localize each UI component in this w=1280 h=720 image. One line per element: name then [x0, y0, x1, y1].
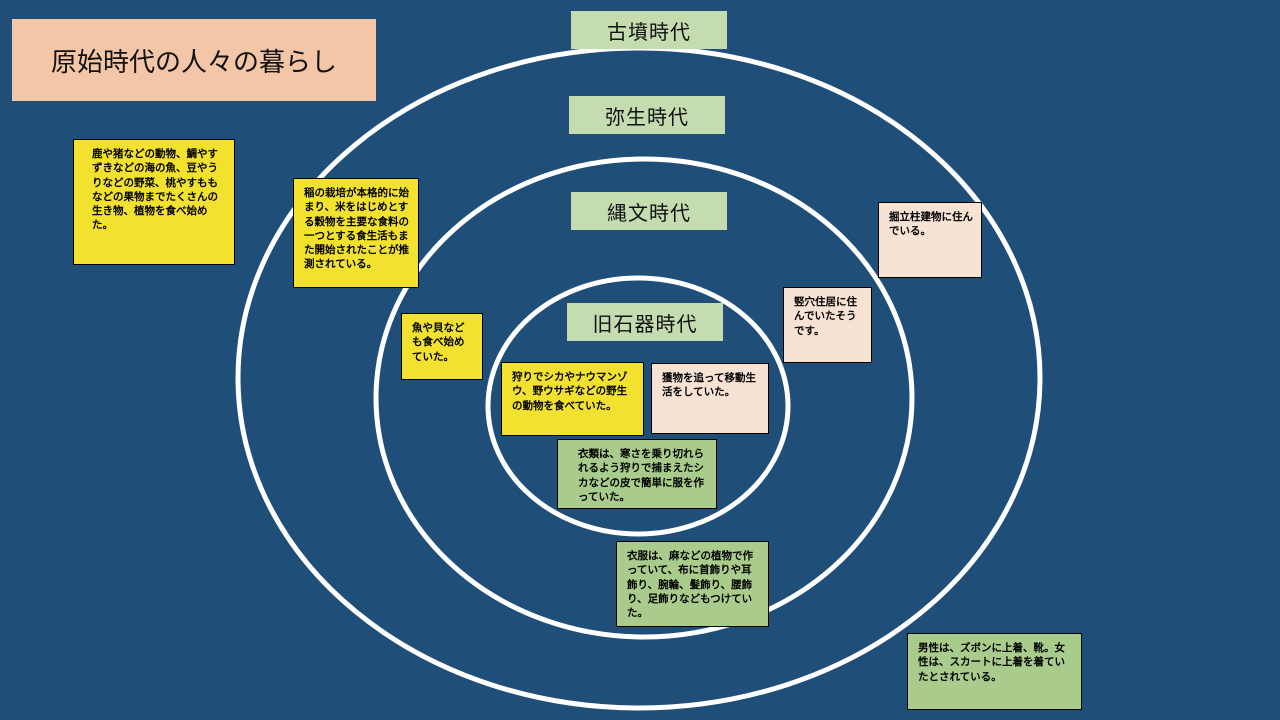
note-jomon-housing: 竪穴住居に住んでいたそうです。: [783, 287, 872, 363]
ring-yayoi: [373, 156, 915, 640]
note-kofun-clothing: 男性は、ズボンに上着、靴。女性は、スカートに上着を着ていたとされている。: [907, 633, 1082, 710]
note-jomon-clothing: 衣服は、麻などの植物で作っていて、布に首飾りや耳飾り、腕輪、髪飾り、腰飾り、足飾…: [616, 541, 769, 627]
era-label-paleolithic: 旧石器時代: [567, 303, 723, 341]
note-jomon-food-land: 鹿や猪などの動物、鯛やすずきなどの海の魚、豆やうりなどの野菜、桃やすももなどの果…: [73, 139, 235, 265]
note-paleolithic-food: 狩りでシカやナウマンゾウ、野ウサギなどの野生の動物を食べていた。: [501, 362, 644, 436]
note-paleolithic-clothing: 衣類は、寒さを乗り切れられるよう狩りで捕まえたシカなどの皮で簡単に服を作っていた…: [557, 439, 717, 509]
note-yayoi-food: 稲の栽培が本格的に始まり、米をはじめとする穀物を主要な食料の一つとする食生活もま…: [293, 178, 419, 288]
era-label-yayoi: 弥生時代: [569, 96, 725, 134]
note-jomon-food-sea: 魚や貝なども食べ始めていた。: [401, 313, 483, 380]
era-label-jomon: 縄文時代: [571, 192, 727, 230]
note-yayoi-housing: 掘立柱建物に住んでいる。: [878, 202, 982, 278]
ring-jomon: [485, 275, 791, 537]
page-title: 原始時代の人々の暮らし: [12, 19, 376, 101]
era-label-kofun: 古墳時代: [571, 11, 727, 49]
note-paleolithic-life: 獲物を追って移動生活をしていた。: [651, 363, 769, 434]
